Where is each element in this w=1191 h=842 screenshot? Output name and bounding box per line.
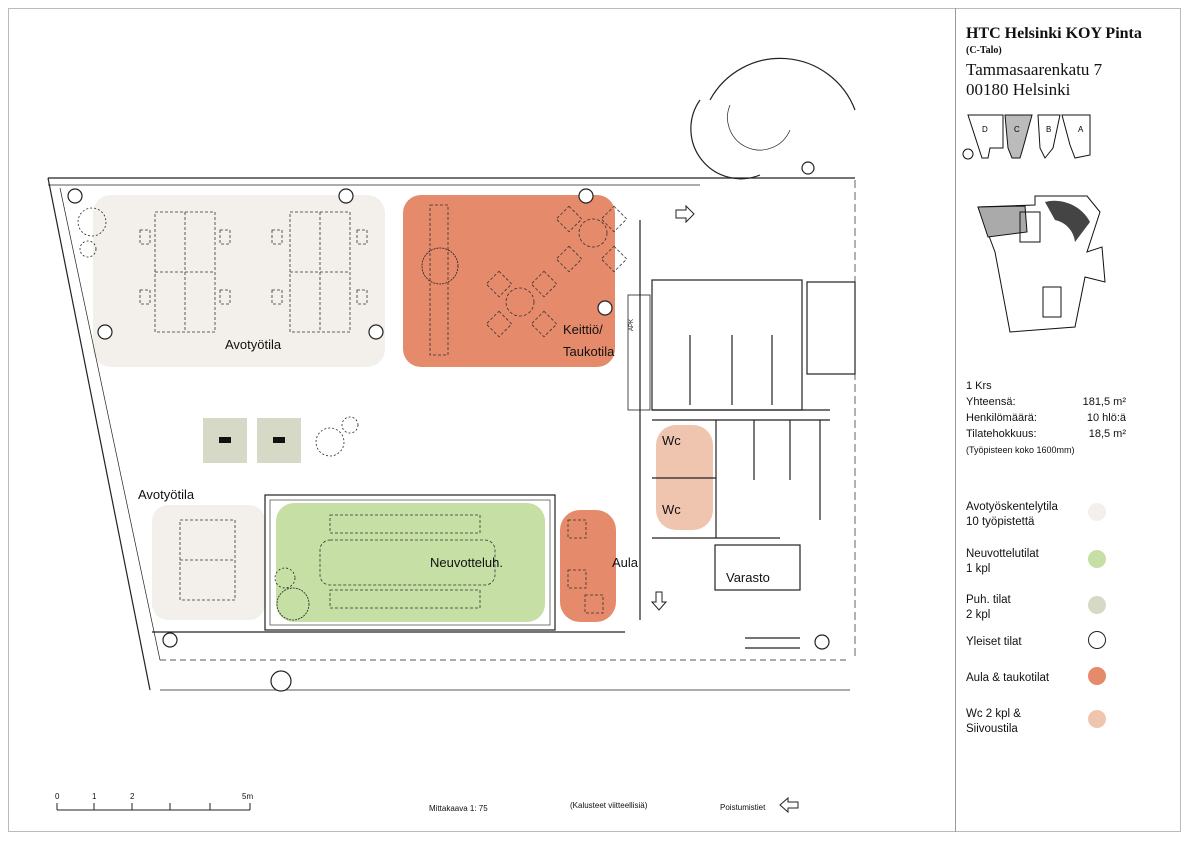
phone-seats (219, 437, 285, 443)
panel-divider (955, 8, 956, 832)
legend-swatch (1088, 667, 1106, 685)
room-label-apk: APK (629, 318, 636, 332)
block-label-b: B (1046, 125, 1051, 134)
total-label: Yhteensä: (966, 396, 1016, 408)
scale-text: Mittakaava 1: 75 (429, 804, 488, 813)
scale-tick-2: 2 (130, 792, 135, 801)
efficiency-value: 18,5 m² (1088, 428, 1126, 440)
zone-open-office-1 (93, 195, 385, 367)
zone-meeting (276, 503, 545, 622)
legend-sublabel: Siivoustila (966, 723, 1018, 735)
zone-kitchen (403, 195, 615, 367)
legend-label: Yleiset tilat (966, 636, 1022, 648)
legend-swatch (1088, 550, 1106, 568)
room-label-open-office-1: Avotyötila (225, 337, 282, 352)
walls (47, 57, 856, 691)
scale-tick-1: 1 (92, 792, 97, 801)
plants (77, 207, 459, 621)
legend-swatch (1088, 596, 1106, 614)
room-label-meeting: Neuvotteluh. (430, 555, 503, 570)
zone-open-office-2 (152, 505, 265, 620)
furniture-note: (Kalusteet viitteellisiä) (570, 801, 648, 810)
room-label-kitchen-2: Taukotila (563, 344, 615, 359)
floor-stats: 1 Krs Yhteensä: 181,5 m² Henkilömäärä: 10 … (966, 378, 1126, 458)
legend-sublabel: 2 kpl (966, 609, 991, 621)
room-label-wc-1: Wc (662, 433, 681, 448)
block-label-d: D (982, 125, 988, 134)
room-label-kitchen-1: Keittiö/ (563, 322, 603, 337)
north-arrow-icon (962, 148, 974, 160)
legend-label: Neuvottelutilat (966, 548, 1039, 560)
room-label-lobby: Aula (612, 555, 639, 570)
legend-label: Wc 2 kpl & (966, 708, 1021, 720)
room-label-storage: Varasto (726, 570, 770, 585)
legend-label: Avotyöskentelytila (966, 501, 1058, 513)
key-plan-blocks: D C B A (962, 114, 1091, 160)
persons-value: 10 hlö:ä (1086, 412, 1126, 424)
scale-tick-0: 0 (55, 792, 60, 801)
building-title: HTC Helsinki KOY Pinta (966, 25, 1142, 42)
legend: Avotyöskentelytila 10 työpistettä Neuvott… (966, 500, 1116, 747)
city-address: 00180 Helsinki (966, 80, 1071, 99)
building-subtitle: (C-Talo) (966, 45, 1002, 56)
exit-arrow-icons (650, 204, 695, 611)
room-label-open-office-2: Avotyötila (138, 487, 195, 502)
legend-item-meeting: Neuvottelutilat 1 kpl (966, 547, 1116, 593)
legend-sublabel: 10 työpistettä (966, 516, 1035, 528)
legend-swatch (1088, 631, 1106, 649)
block-label-c: C (1014, 125, 1020, 134)
legend-label: Puh. tilat (966, 594, 1011, 606)
legend-swatch (1088, 503, 1106, 521)
exit-legend-arrow-icon (779, 796, 799, 814)
scale-bar (56, 803, 251, 811)
page-frame (8, 8, 1181, 832)
floor-label: 1 Krs (966, 380, 992, 392)
floor-plan (47, 57, 856, 814)
block-label-a: A (1078, 125, 1084, 134)
legend-item-wc: Wc 2 kpl & Siivoustila (966, 707, 1116, 747)
legend-swatch (1088, 710, 1106, 728)
legend-item-common: Yleiset tilat (966, 631, 1116, 671)
legend-label: Aula & taukotilat (966, 672, 1050, 684)
legend-item-phone: Puh. tilat 2 kpl (966, 593, 1116, 635)
room-label-wc-2: Wc (662, 502, 681, 517)
street-address: Tammasaarenkatu 7 (966, 60, 1103, 79)
exits-label: Poistumistiet (720, 803, 766, 812)
workstation-note: (Työpisteen koko 1600mm) (966, 445, 1075, 455)
legend-sublabel: 1 kpl (966, 563, 991, 575)
efficiency-label: Tilatehokkuus: (966, 428, 1037, 440)
legend-item-open-office: Avotyöskentelytila 10 työpistettä (966, 500, 1116, 547)
site-plan-thumbnail (977, 195, 1106, 333)
furniture (139, 204, 628, 614)
legend-item-lobby: Aula & taukotilat (966, 667, 1116, 707)
columns (67, 161, 830, 692)
persons-label: Henkilömäärä: (966, 412, 1037, 424)
scale-tick-5m: 5m (242, 792, 254, 801)
total-value: 181,5 m² (1082, 396, 1126, 408)
